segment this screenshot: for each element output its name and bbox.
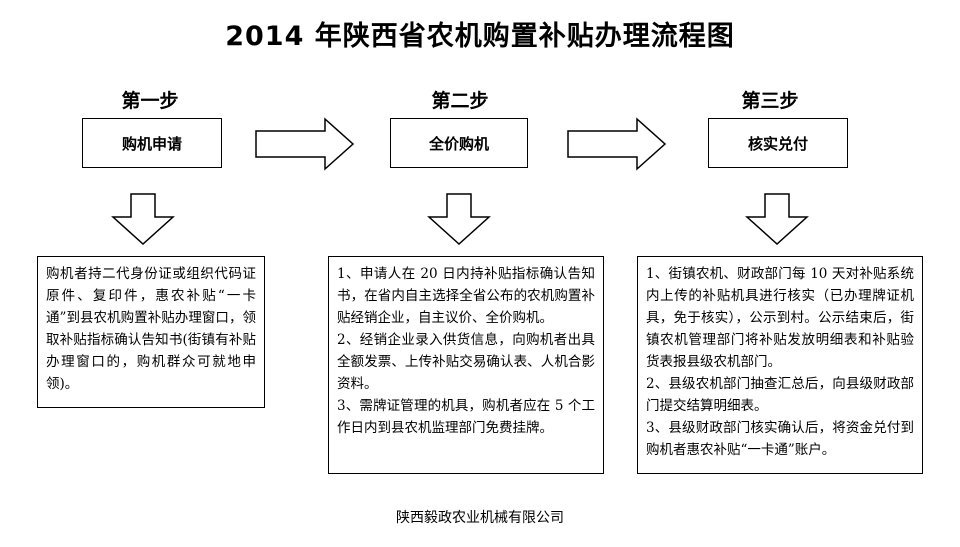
step-1-label: 第一步: [121, 90, 179, 112]
step-2-label: 第二步: [431, 90, 489, 112]
down-arrow-1: [111, 193, 175, 246]
step-3-label: 第三步: [741, 90, 799, 112]
right-arrow-2: [567, 117, 667, 171]
down-arrow-2: [427, 193, 491, 246]
step-3-box: 核实兑付: [708, 118, 848, 168]
step-2-detail-item-3: 3、需牌证管理的机具，购机者应在 5 个工作日内到县农机监理部门免费挂牌。: [337, 398, 595, 436]
step-2-box-text: 全价购机: [428, 134, 489, 153]
step-2-box: 全价购机: [390, 118, 528, 168]
step-3-detail-item-3: 3、县级财政部门核实确认后，将资金兑付到购机者惠农补贴“一卡通”账户。: [646, 420, 914, 458]
step-1-box: 购机申请: [82, 118, 222, 168]
step-3-detail-item-1: 1、街镇农机、财政部门每 10 天对补贴系统内上传的补贴机具进行核实（已办理牌证…: [646, 266, 914, 370]
step-2-detail-item-1: 1、申请人在 20 日内持补贴指标确认告知书，在省内自主选择全省公布的农机购置补…: [337, 266, 595, 326]
step-1-detail-text: 购机者持二代身份证或组织代码证原件、复印件，惠农补贴“一卡通”到县农机购置补贴办…: [46, 266, 256, 392]
step-1-detail-box: 购机者持二代身份证或组织代码证原件、复印件，惠农补贴“一卡通”到县农机购置补贴办…: [37, 256, 265, 408]
step-2-detail-item-2: 2、经销企业录入供货信息，向购机者出具全额发票、上传补贴交易确认表、人机合影资料…: [337, 332, 595, 392]
step-3-detail-box: 1、街镇农机、财政部门每 10 天对补贴系统内上传的补贴机具进行核实（已办理牌证…: [637, 256, 923, 474]
step-1-box-text: 购机申请: [121, 134, 182, 153]
company-footer: 陕西毅政农业机械有限公司: [396, 510, 564, 526]
page-title: 2014 年陕西省农机购置补贴办理流程图: [225, 21, 735, 52]
step-3-detail-item-2: 2、县级农机部门抽查汇总后，向县级财政部门提交结算明细表。: [646, 376, 914, 414]
step-2-detail-box: 1、申请人在 20 日内持补贴指标确认告知书，在省内自主选择全省公布的农机购置补…: [328, 256, 604, 474]
down-arrow-3: [745, 193, 809, 246]
step-3-box-text: 核实兑付: [747, 134, 808, 153]
right-arrow-1: [255, 117, 355, 171]
